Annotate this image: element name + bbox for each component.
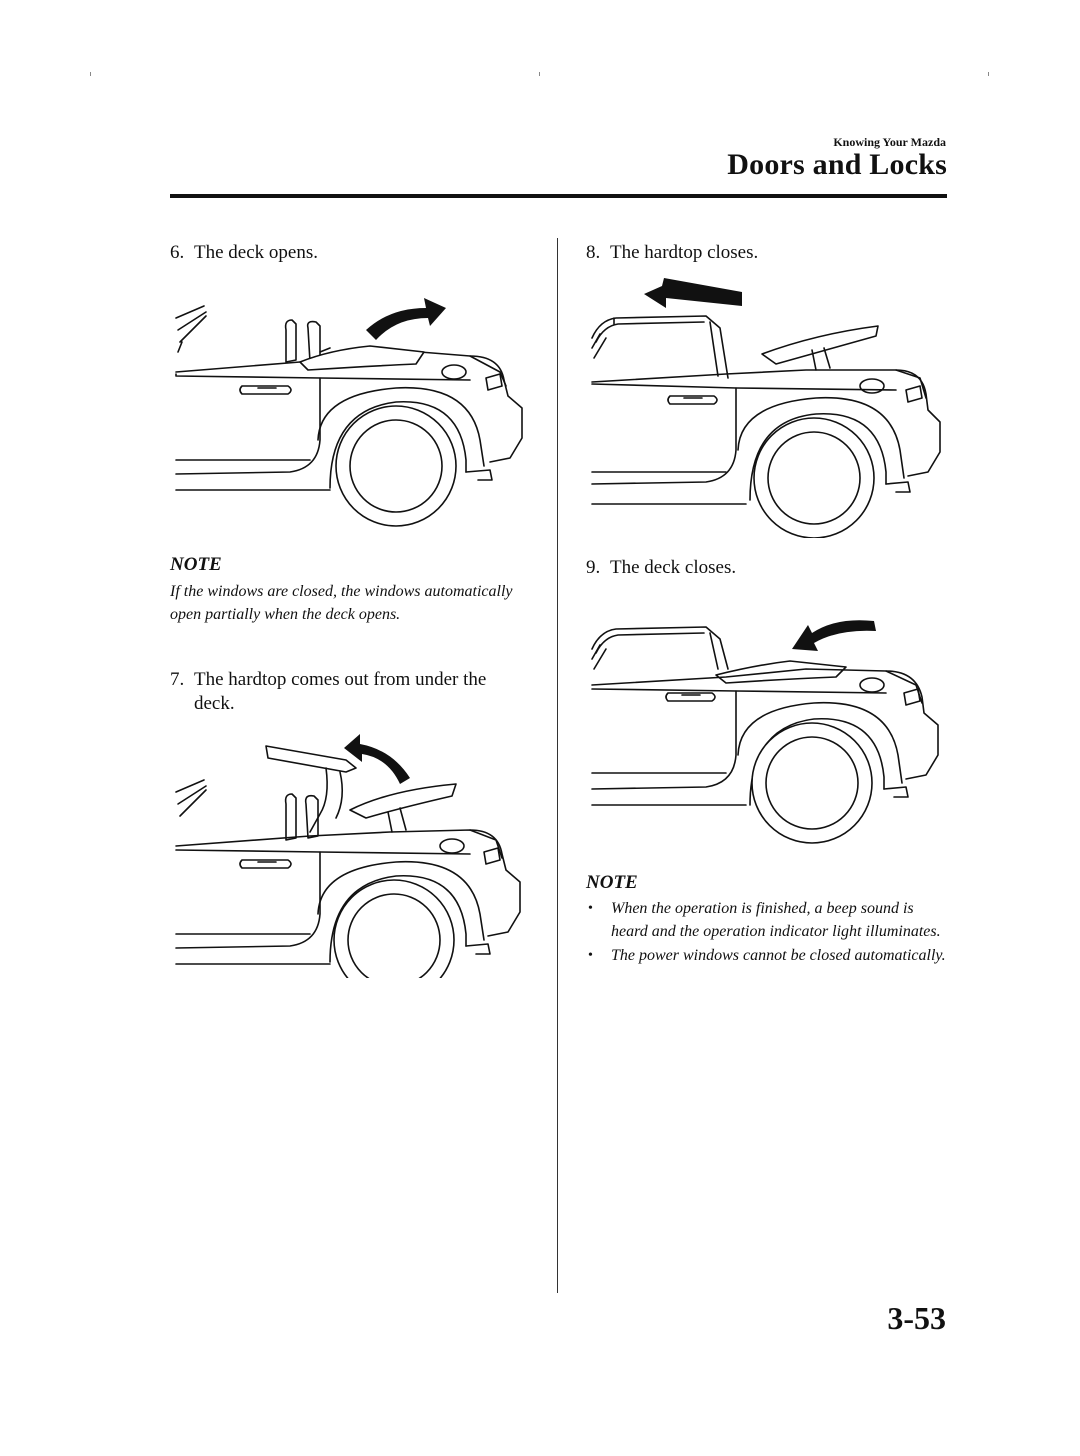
step-number: 8. bbox=[586, 242, 601, 263]
note-list-item: • The power windows cannot be closed aut… bbox=[586, 944, 946, 967]
step-9: 9. The deck closes. bbox=[586, 556, 946, 580]
step-number: 9. bbox=[586, 557, 601, 578]
figure-hardtop-closes bbox=[591, 278, 941, 538]
straight-arrow-left-icon bbox=[644, 278, 742, 308]
step-text: The hardtop comes out from under the dec… bbox=[194, 669, 487, 714]
curved-arrow-down-left-icon bbox=[792, 620, 876, 651]
section-label: Knowing Your Mazda bbox=[833, 135, 946, 149]
crop-mark-center bbox=[539, 72, 540, 76]
note-list-item: • When the operation is finished, a beep… bbox=[586, 897, 946, 943]
column-divider bbox=[557, 238, 558, 1293]
curved-arrow-up-left-icon bbox=[344, 734, 410, 784]
note-text: If the windows are closed, the windows a… bbox=[170, 583, 513, 623]
crop-mark-right bbox=[988, 72, 989, 76]
note-heading: NOTE bbox=[170, 554, 222, 575]
header-rule bbox=[170, 194, 947, 198]
note-item-text: The power windows cannot be closed autom… bbox=[611, 947, 946, 964]
page-title: Doors and Locks bbox=[727, 148, 947, 181]
note-heading: NOTE bbox=[586, 872, 638, 893]
step-7: 7. The hardtop comes out from under the … bbox=[170, 668, 530, 716]
figure-deck-opens bbox=[175, 298, 523, 527]
figure-deck-closes bbox=[591, 620, 939, 844]
note-list: • When the operation is finished, a beep… bbox=[586, 897, 946, 968]
step-number: 7. bbox=[170, 669, 185, 690]
bullet: • bbox=[588, 948, 593, 963]
step-8: 8. The hardtop closes. bbox=[586, 241, 946, 265]
bullet: • bbox=[588, 901, 593, 916]
note-item-text: When the operation is finished, a beep s… bbox=[611, 900, 941, 940]
step-6: 6. The deck opens. bbox=[170, 241, 540, 265]
step-text: The deck closes. bbox=[610, 557, 737, 578]
step-text: The deck opens. bbox=[194, 242, 318, 263]
step-text: The hardtop closes. bbox=[610, 242, 759, 263]
curved-arrow-up-right-icon bbox=[366, 298, 446, 340]
crop-mark-left bbox=[90, 72, 91, 76]
figure-hardtop-comes-out bbox=[175, 734, 521, 978]
page-number: 3-53 bbox=[887, 1300, 946, 1336]
step-number: 6. bbox=[170, 242, 185, 263]
